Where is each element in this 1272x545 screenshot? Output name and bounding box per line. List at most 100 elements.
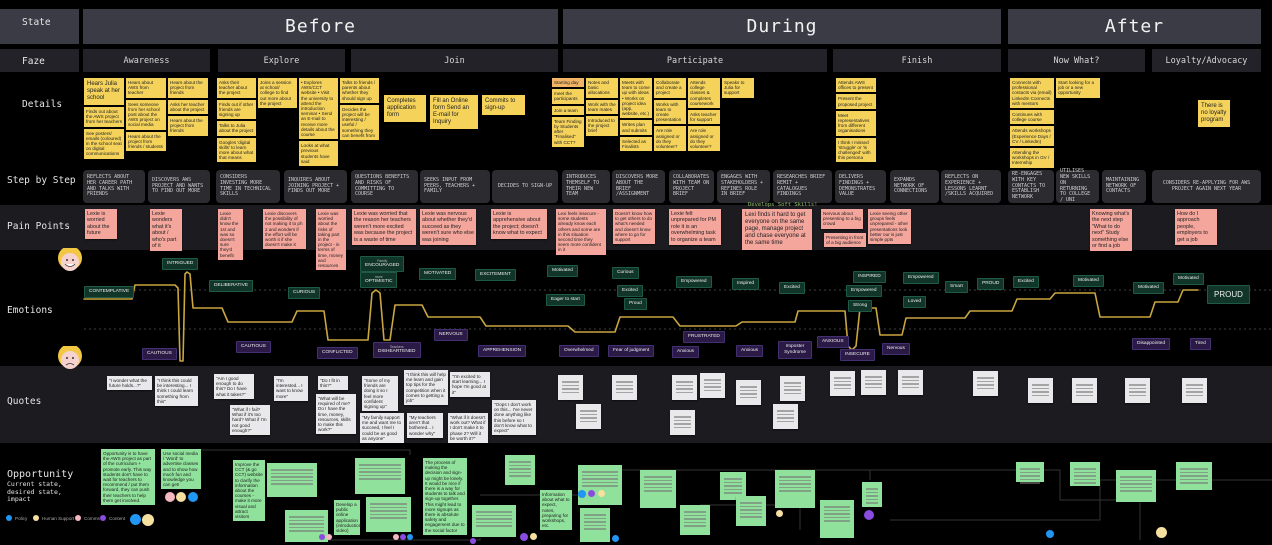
- opportunity-note[interactable]: [580, 508, 610, 542]
- pain-point-note[interactable]: Lexie discovers the possibility of not m…: [263, 209, 306, 250]
- detail-sticky-note[interactable]: Meets with team to come up with ideas • …: [620, 78, 652, 119]
- detail-sticky-note[interactable]: Speaks to Julia for support: [722, 78, 754, 98]
- detail-sticky-note[interactable]: Present the proposed project: [836, 94, 876, 109]
- quote-card[interactable]: [576, 404, 601, 429]
- quote-card[interactable]: "I'm interested... I want to know more": [274, 376, 308, 401]
- detail-sticky-note[interactable]: Are role assigned or do they volunteer?: [688, 126, 720, 152]
- opportunity-note[interactable]: [640, 470, 676, 508]
- pain-point-note[interactable]: Lexie felt unprepared for PM role it is …: [669, 209, 721, 246]
- quote-card[interactable]: [898, 370, 923, 395]
- quote-card[interactable]: [672, 375, 697, 400]
- detail-sticky-note[interactable]: There is no loyalty program: [1198, 100, 1230, 127]
- opportunity-note[interactable]: [1116, 470, 1156, 502]
- pain-point-note[interactable]: Knowing what's the next step "What to do…: [1090, 209, 1132, 252]
- pain-point-note[interactable]: Lexie is apprehensive about the project;…: [491, 209, 547, 239]
- quote-card[interactable]: [1072, 378, 1097, 403]
- opportunity-note[interactable]: [1016, 462, 1044, 484]
- detail-sticky-note[interactable]: Decides the project will be interesting …: [340, 104, 379, 141]
- opportunity-note[interactable]: [472, 505, 516, 537]
- detail-sticky-note[interactable]: Finds out about the AWS project from her…: [84, 107, 124, 127]
- pain-point-note[interactable]: Lexi finds it hard to get everyone on th…: [742, 209, 812, 250]
- opportunity-note[interactable]: Use social media / 'Word' to advertise c…: [161, 449, 201, 490]
- quote-card[interactable]: "My teachers aren't that bothered... I w…: [407, 413, 443, 438]
- detail-sticky-note[interactable]: Meet representatives from different orga…: [836, 110, 876, 136]
- detail-sticky-note[interactable]: Talks to Julia about the project: [217, 121, 256, 136]
- detail-sticky-note[interactable]: Are role assigned or do they volunteer?: [654, 126, 686, 152]
- detail-sticky-note[interactable]: Team Finding by Students after "Finalise…: [552, 116, 584, 147]
- quote-card[interactable]: [1182, 378, 1207, 403]
- opportunity-note[interactable]: [366, 497, 411, 532]
- detail-sticky-note[interactable]: Finds out if other friends are signing u…: [217, 99, 256, 120]
- detail-sticky-note[interactable]: Hears about the project from friends: [168, 78, 208, 98]
- opportunity-note[interactable]: [862, 482, 882, 507]
- detail-sticky-note[interactable]: Fill an Online form Send an E-mail for I…: [430, 95, 478, 129]
- detail-sticky-note[interactable]: Work with the team mates: [586, 99, 618, 115]
- detail-sticky-note[interactable]: Continues with college course: [1010, 110, 1054, 125]
- detail-sticky-note[interactable]: Sees someone from her school post about …: [126, 99, 166, 130]
- opportunity-note[interactable]: [355, 458, 405, 494]
- opportunity-note[interactable]: [1176, 462, 1212, 490]
- detail-sticky-note[interactable]: Notes and basic allocations: [586, 78, 618, 98]
- detail-sticky-note[interactable]: Hears about the project from friends / s…: [126, 131, 166, 152]
- quote-card[interactable]: "Do I fit in this?": [318, 376, 348, 391]
- detail-sticky-note[interactable]: I think I missed 'struggle' or 'is chall…: [836, 137, 876, 163]
- opportunity-note[interactable]: Improve the CCT (& go CCT) website to cl…: [233, 460, 265, 522]
- opportunity-note[interactable]: [775, 470, 815, 508]
- opportunity-note[interactable]: [680, 505, 710, 535]
- quote-card[interactable]: "Some of my friends are doing it so I fe…: [362, 376, 398, 412]
- quote-card[interactable]: "I wonder what the future holds...?": [107, 376, 152, 391]
- pain-point-note[interactable]: Presenting in front of a big audience: [824, 233, 866, 248]
- quote-card[interactable]: "Oops I don't work on this... I've never…: [492, 400, 536, 436]
- pain-point-note[interactable]: Lexie was worried that the reason her te…: [352, 209, 416, 246]
- detail-sticky-note[interactable]: Attends AWS offices to present: [836, 78, 876, 93]
- opportunity-note[interactable]: The process of making the decision and s…: [423, 458, 467, 535]
- opportunity-note[interactable]: [720, 472, 746, 500]
- opportunity-note[interactable]: [505, 455, 535, 485]
- pain-point-note[interactable]: How do I approach people, employers to g…: [1175, 209, 1217, 246]
- opportunity-note[interactable]: [820, 500, 854, 538]
- detail-sticky-note[interactable]: Attending the workshops in GV / Internsh…: [1010, 148, 1054, 168]
- opportunity-note[interactable]: [1070, 462, 1100, 486]
- quote-card[interactable]: "I'm excited to start learning... I hope…: [450, 372, 490, 397]
- detail-sticky-note[interactable]: Starting day: [552, 78, 584, 88]
- quote-card[interactable]: "What will be required of me? Do I have …: [316, 394, 356, 435]
- quote-card[interactable]: [861, 370, 886, 395]
- detail-sticky-note[interactable]: Hears about the project from friends: [168, 116, 208, 136]
- quote-card[interactable]: [670, 410, 695, 435]
- detail-sticky-note[interactable]: Asks their teacher about the project: [217, 78, 256, 98]
- quote-card[interactable]: [830, 371, 855, 396]
- quote-card[interactable]: [612, 375, 637, 400]
- detail-sticky-note[interactable]: • Explores AWS/CCT website • Visit the u…: [299, 78, 338, 140]
- detail-sticky-note[interactable]: Googles 'digital skills' to learn more a…: [217, 137, 256, 163]
- detail-sticky-note[interactable]: Joins a session at school/ college to fi…: [258, 78, 297, 109]
- detail-sticky-note[interactable]: Completes application form: [384, 95, 426, 122]
- opportunity-note[interactable]: [736, 496, 766, 526]
- quote-card[interactable]: "What if I fail? What if it's too hard? …: [230, 405, 270, 436]
- pain-point-note[interactable]: Nervous about presenting to a big crowd: [821, 209, 863, 229]
- quote-card[interactable]: "Am I good enough to do this? Do I have …: [214, 374, 254, 399]
- pain-point-note[interactable]: Lexi feels insecure - some students alre…: [556, 209, 606, 255]
- detail-sticky-note[interactable]: Asks teacher for support: [688, 110, 720, 125]
- pain-point-note[interactable]: Lexie was worried about the risks of tak…: [316, 209, 346, 271]
- detail-sticky-note[interactable]: Hears about AWS from teacher: [126, 78, 166, 98]
- detail-sticky-note[interactable]: Start looking for a job or a new opportu…: [1056, 78, 1100, 98]
- detail-sticky-note[interactable]: See posters/ emails (coloured) in the sc…: [84, 128, 124, 159]
- pain-point-note[interactable]: Lexie was nervous about whether they'd s…: [420, 209, 476, 246]
- detail-sticky-note[interactable]: Writes plan and submits: [620, 120, 652, 135]
- detail-sticky-note[interactable]: Commits to sign-up: [482, 95, 525, 115]
- quote-card[interactable]: [558, 375, 583, 400]
- opportunity-note[interactable]: [267, 463, 317, 497]
- quote-card[interactable]: "I think this will help me learn and gai…: [404, 370, 448, 406]
- detail-sticky-note[interactable]: Join a team: [552, 105, 584, 115]
- quote-card[interactable]: "I think this could be interesting... I …: [155, 376, 198, 407]
- pain-point-note[interactable]: Lexie seeing other groups feels unprepar…: [868, 209, 911, 245]
- detail-sticky-note[interactable]: Selected as Finalists: [620, 136, 652, 152]
- opportunity-note[interactable]: Opportunity is to have the AWS project a…: [101, 449, 155, 506]
- detail-sticky-note[interactable]: meet the participants: [552, 89, 584, 104]
- quote-card[interactable]: "What if it doesn't work out? What if I …: [448, 413, 488, 444]
- opportunity-note[interactable]: Develop a public online application (int…: [334, 500, 361, 536]
- detail-sticky-note[interactable]: Collaborate and create a project: [654, 78, 686, 98]
- quote-card[interactable]: [1028, 378, 1053, 403]
- detail-sticky-note[interactable]: Attends workshops (Experience Days / CV …: [1010, 126, 1054, 147]
- quote-card[interactable]: "My family support me and want me to suc…: [360, 413, 404, 444]
